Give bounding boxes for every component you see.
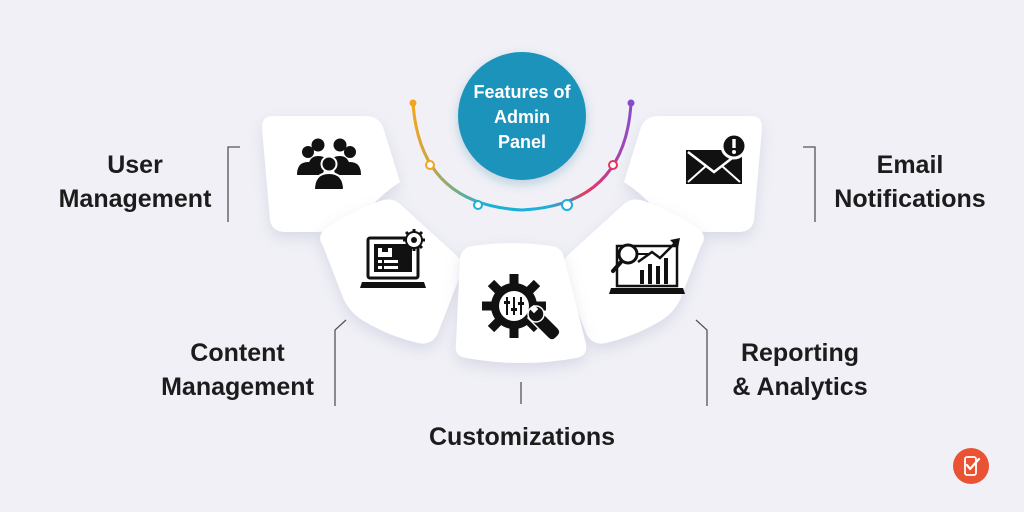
arc-dot — [561, 199, 573, 211]
label-content-management: Content Management — [130, 336, 345, 404]
brand-phone-check-icon — [964, 456, 981, 476]
label-line: Email — [876, 151, 944, 179]
connector-content — [334, 319, 347, 406]
label-email-notifications: Email Notifications — [790, 148, 1024, 216]
center-circle — [458, 52, 586, 180]
users-group-icon — [297, 138, 361, 191]
arc-dot — [627, 99, 635, 107]
connector-email — [803, 146, 816, 222]
label-line: User — [107, 151, 163, 179]
brand-logo — [953, 448, 989, 484]
analytics-magnifier-chart-icon — [609, 238, 685, 294]
label-line: Notifications — [834, 185, 986, 213]
label-customizations: Customizations — [402, 420, 642, 454]
center-title-line-3: Panel — [497, 131, 547, 152]
label-line: Customizations — [428, 423, 616, 451]
connector-reporting — [695, 319, 708, 406]
center-title-line-2: Admin — [494, 106, 550, 127]
label-line: Reporting — [740, 339, 860, 367]
arc-dot — [473, 200, 483, 210]
laptop-content-settings-icon — [360, 229, 426, 288]
label-line: Management — [161, 373, 314, 401]
label-user-management: User Management — [0, 148, 270, 216]
card-reporting-analytics — [561, 199, 704, 344]
center-title: Features of Admin Panel — [447, 58, 597, 176]
connector-user — [227, 146, 240, 222]
center-title-line-1: Features of — [473, 81, 571, 102]
arc-dot — [425, 160, 435, 170]
gear-wrench-sliders-icon — [482, 274, 561, 341]
label-line: Content — [190, 339, 285, 367]
connector-lines — [227, 146, 816, 406]
label-line: & Analytics — [732, 373, 868, 401]
arc-dot — [409, 99, 417, 107]
label-line: Management — [58, 185, 212, 213]
envelope-alert-icon — [686, 132, 748, 184]
progress-arc — [409, 99, 635, 212]
arc-dot — [608, 160, 618, 170]
label-reporting-analytics: Reporting & Analytics — [700, 336, 900, 404]
